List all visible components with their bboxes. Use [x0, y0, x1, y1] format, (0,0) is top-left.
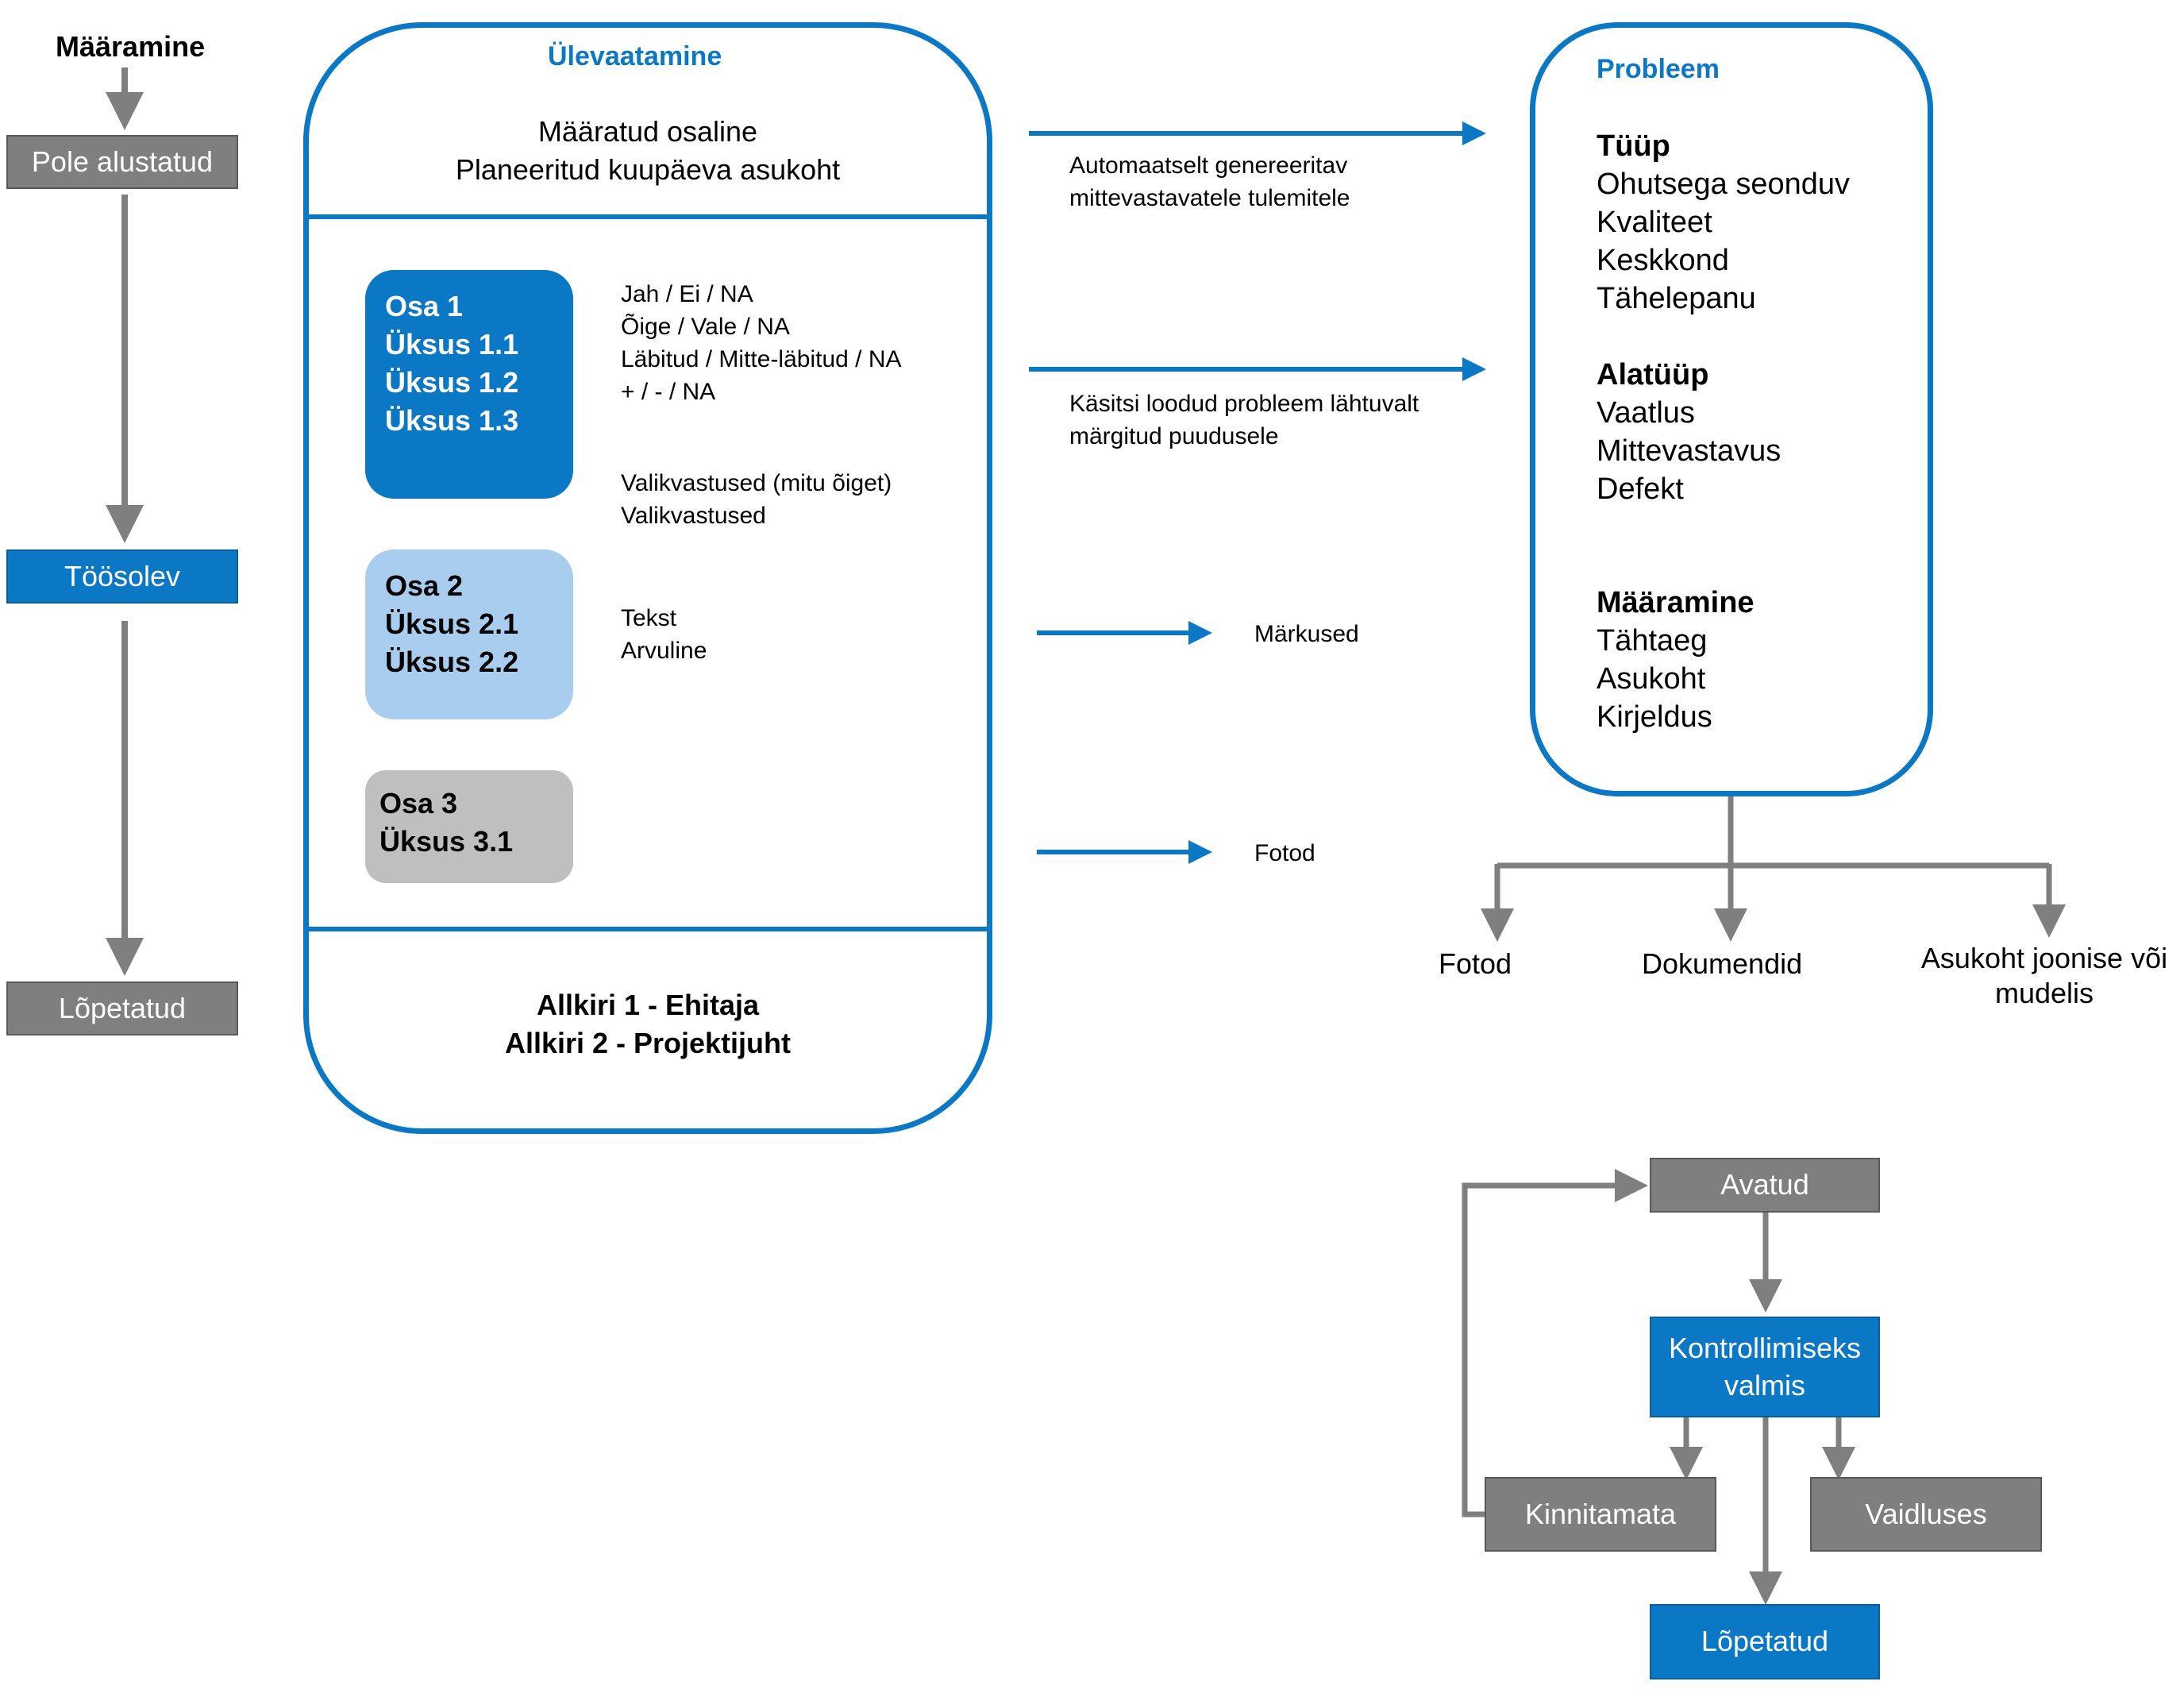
type-environment: Keskkond: [1597, 244, 1729, 277]
assign-location: Asukoht: [1597, 662, 1706, 696]
overview-header: Määratud osaline Planeeritud kuupäeva as…: [303, 113, 992, 189]
part-2-tile: Osa 2 Üksus 2.1 Üksus 2.2: [365, 550, 573, 719]
answer-numeric: Arvuline: [621, 638, 707, 664]
part-2-label: Osa 2: [385, 569, 464, 602]
answer-plus-minus-na: + / - / NA: [621, 379, 716, 405]
signature-builder: Allkiri 1 - Ehitaja: [536, 989, 760, 1021]
overview-title: Ülevaatamine: [548, 41, 722, 71]
wf-ready-for-check: Kontrollimiseks valmis: [1650, 1317, 1880, 1417]
subtype-observation: Vaatlus: [1597, 396, 1695, 430]
item-3-1: Üksus 3.1: [379, 825, 514, 858]
answer-types-group-1: Jah / Ei / NA Õige / Vale / NA Läbitud /…: [621, 278, 902, 408]
item-1-3: Üksus 1.3: [385, 404, 519, 437]
attachment-photos: Fotod: [1439, 947, 1512, 980]
signatures: Allkiri 1 - Ehitaja Allkiri 2 - Projekti…: [303, 986, 992, 1062]
type-attention: Tähelepanu: [1597, 282, 1756, 315]
answer-multi-choice-multiple: Valikvastused (mitu õiget): [621, 470, 892, 496]
wf-disputed: Vaidluses: [1810, 1477, 2042, 1552]
state-completed: Lõpetatud: [6, 981, 238, 1035]
item-1-2: Üksus 1.2: [385, 366, 519, 399]
attachment-location-drawing-model: Asukoht joonise või mudelis: [1920, 942, 2168, 1009]
wf-unconfirmed: Kinnitamata: [1485, 1477, 1716, 1552]
type-heading: Tüüp: [1597, 129, 1670, 163]
wf-arrow-unconfirmed-open: [1462, 1169, 1648, 1517]
part-3-tile: Osa 3 Üksus 3.1: [365, 770, 573, 883]
overview-divider-top: [306, 214, 990, 219]
photos-label: Fotod: [1254, 840, 1315, 866]
wf-done: Lõpetatud: [1650, 1604, 1880, 1679]
remarks-label: Märkused: [1254, 621, 1359, 647]
type-quality: Kvaliteet: [1597, 206, 1712, 239]
state-in-progress: Töösolev: [6, 550, 238, 603]
assigned-party: Määratud osaline: [537, 115, 758, 148]
subtype-defect: Defekt: [1597, 472, 1684, 506]
item-2-1: Üksus 2.1: [385, 607, 519, 640]
part-3-label: Osa 3: [379, 787, 458, 819]
item-2-2: Üksus 2.2: [385, 646, 519, 678]
answer-yes-no-na: Jah / Ei / NA: [621, 281, 753, 307]
problem-title: Probleem: [1597, 54, 1720, 84]
problem-card: [1530, 22, 1933, 796]
answer-right-wrong-na: Õige / Vale / NA: [621, 314, 790, 340]
assign-description: Kirjeldus: [1597, 700, 1712, 734]
state-not-started: Pole alustatud: [6, 135, 238, 189]
answer-pass-fail-na: Läbitud / Mitte-läbitud / NA: [621, 346, 902, 372]
answer-types-group-3: Tekst Arvuline: [621, 602, 707, 667]
overview-divider-bottom: [306, 927, 990, 931]
manual-created-label: Käsitsi loodud probleem lähtuvalt märgit…: [1069, 391, 1419, 449]
auto-generated-label: Automaatselt genereeritav mittevastavate…: [1069, 152, 1350, 211]
attachment-documents: Dokumendid: [1642, 947, 1803, 980]
signature-project-manager: Allkiri 2 - Projektijuht: [504, 1027, 792, 1059]
problem-subtype-section: Alatüüp Vaatlus Mittevastavus Defekt: [1597, 356, 1781, 508]
subtype-nonconformity: Mittevastavus: [1597, 434, 1781, 468]
item-1-1: Üksus 1.1: [385, 328, 519, 361]
subtype-heading: Alatüüp: [1597, 358, 1709, 391]
answer-multi-choice: Valikvastused: [621, 503, 766, 529]
planned-date-location: Planeeritud kuupäeva asukoht: [455, 153, 841, 186]
wf-open: Avatud: [1650, 1158, 1880, 1213]
part-1-label: Osa 1: [385, 290, 464, 322]
answer-text: Tekst: [621, 605, 677, 631]
assign-heading: Määramine: [1597, 586, 1755, 619]
problem-type-section: Tüüp Ohutsega seonduv Kvaliteet Keskkond…: [1597, 127, 1850, 318]
overview-card: [303, 22, 992, 1134]
type-safety: Ohutsega seonduv: [1597, 168, 1851, 201]
answer-types-group-2: Valikvastused (mitu õiget) Valikvastused: [621, 467, 892, 532]
problem-assign-section: Määramine Tähtaeg Asukoht Kirjeldus: [1597, 584, 1755, 736]
lifecycle-heading: Määramine: [56, 30, 206, 63]
part-1-tile: Osa 1 Üksus 1.1 Üksus 1.2 Üksus 1.3: [365, 270, 573, 499]
assign-deadline: Tähtaeg: [1597, 624, 1708, 657]
